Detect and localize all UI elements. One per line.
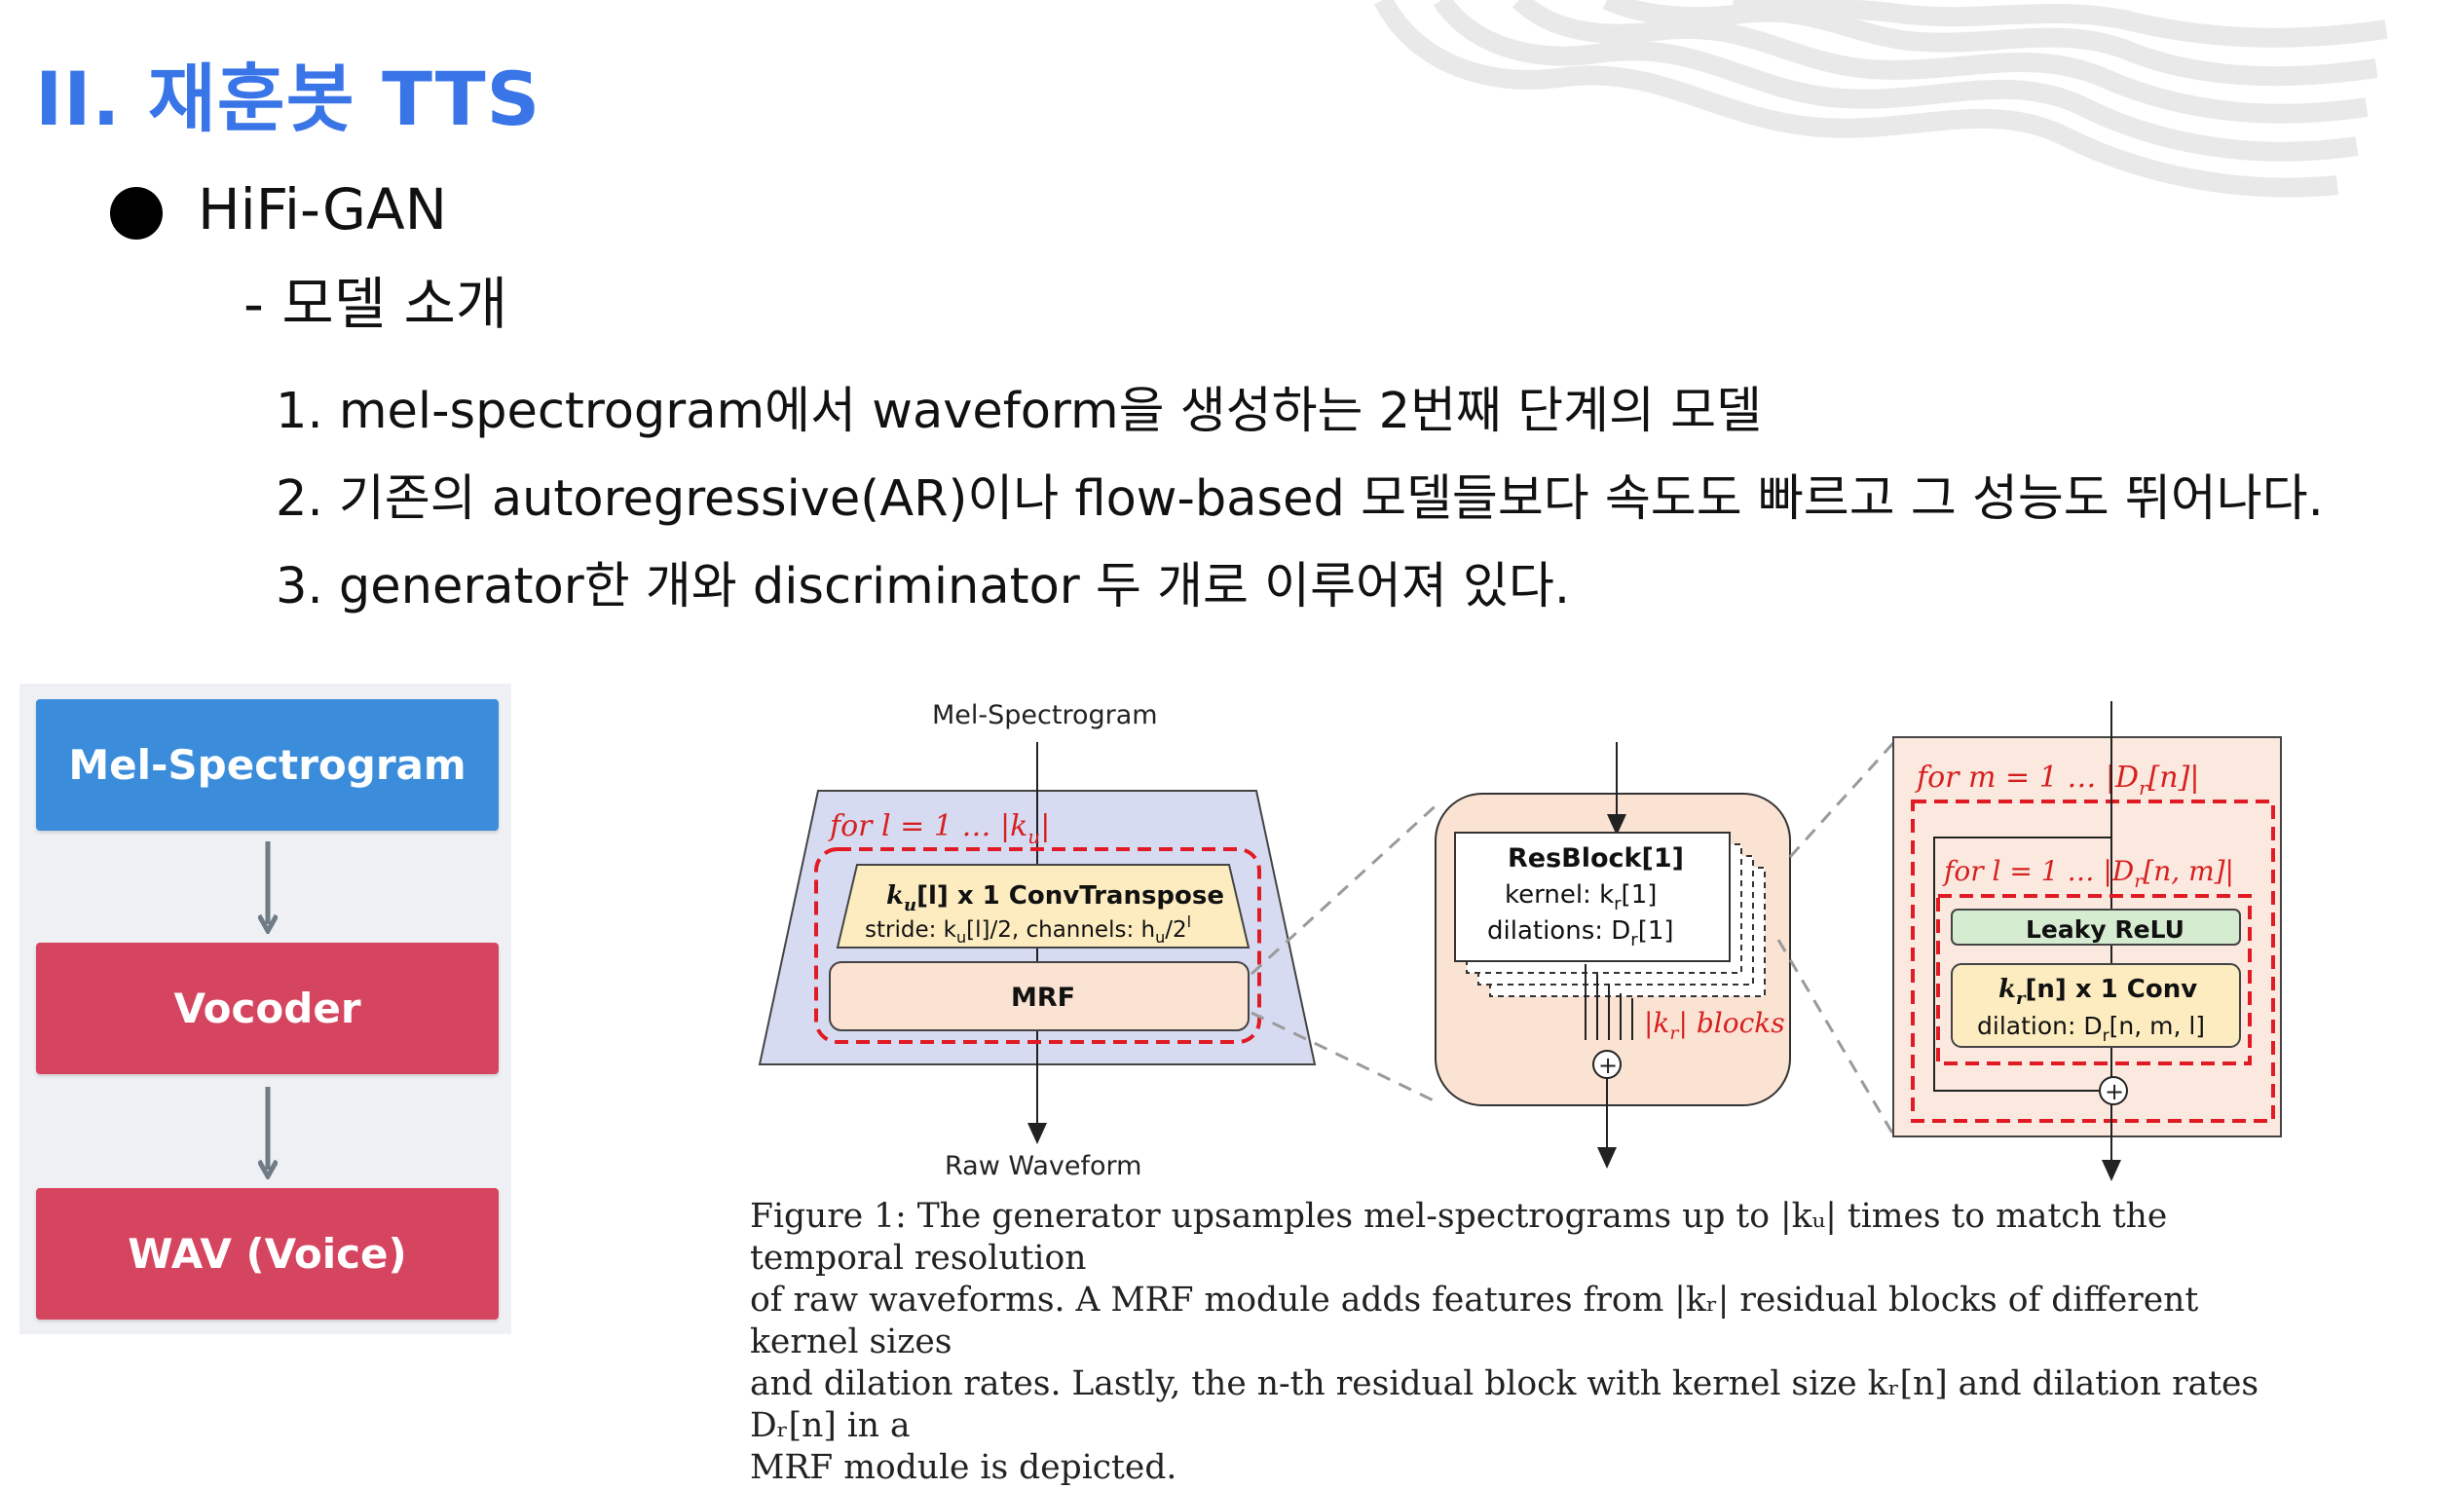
point-2: 2. 기존의 autoregressive(AR)이나 flow-based 모… bbox=[276, 470, 2324, 528]
caption-line: of raw waveforms. A MRF module adds feat… bbox=[750, 1281, 2199, 1361]
pipeline-flowchart: Mel-Spectrogram Vocoder WAV (Voice) bbox=[19, 684, 511, 1334]
conv-dilation: dilation: Dr[n, m, l] bbox=[1977, 1012, 2205, 1046]
bullet-icon bbox=[110, 187, 163, 240]
caption-line: and dilation rates. Lastly, the n-th res… bbox=[750, 1364, 2259, 1445]
decorative-wave-lines bbox=[1374, 0, 2388, 198]
caption-line: Figure 1: The generator upsamples mel-sp… bbox=[750, 1197, 2168, 1278]
point-3: 3. generator한 개와 discriminator 두 개로 이루어져… bbox=[276, 558, 1571, 615]
caption-line: MRF module is depicted. bbox=[750, 1448, 1177, 1487]
page-title: II. 재훈봇 TTS bbox=[35, 56, 541, 142]
input-label: Mel-Spectrogram bbox=[932, 700, 1158, 730]
outer-loop-label: for m = 1 … |Dr[n]| bbox=[1915, 761, 2199, 800]
left-loop-label: for l = 1 … |ku| bbox=[828, 809, 1050, 848]
arrow-down-icon bbox=[258, 841, 278, 934]
resblock-kernel: kernel: kr[1] bbox=[1505, 880, 1657, 914]
flow-box-mel-spectrogram: Mel-Spectrogram bbox=[36, 699, 499, 831]
point-1: 1. mel-spectrogram에서 waveform을 생성하는 2번째 … bbox=[276, 383, 1762, 440]
resblock-box bbox=[1454, 832, 1731, 962]
outer-loop-dashed-box bbox=[1911, 800, 2275, 1123]
flow-box-wav-voice: WAV (Voice) bbox=[36, 1188, 499, 1320]
conv-transpose-box bbox=[836, 864, 1251, 949]
figure-caption: Figure 1: The generator upsamples mel-sp… bbox=[750, 1196, 2289, 1489]
bullet-heading: HiFi-GAN bbox=[198, 176, 448, 242]
svg-text:+: + bbox=[1598, 1052, 1618, 1079]
blocks-count-label: |kr| blocks bbox=[1644, 1007, 1785, 1044]
hifigan-generator-figure: Mel-Spectrogram Raw Waveform for l = 1 …… bbox=[758, 700, 2282, 1181]
conv-transpose-params: stride: ku[l]/2, channels: hu/2l bbox=[865, 912, 1191, 947]
conv-title: kr[n] x 1 Conv bbox=[1998, 975, 2197, 1009]
conv-box bbox=[1951, 963, 2241, 1048]
output-label: Raw Waveform bbox=[945, 1151, 1141, 1181]
leaky-relu-box bbox=[1951, 909, 2241, 946]
conv-transpose-title: ku[l] x 1 ConvTranspose bbox=[886, 881, 1224, 915]
resblock-title: ResBlock[1] bbox=[1508, 843, 1684, 874]
arrow-down-icon bbox=[258, 1087, 278, 1179]
flow-box-vocoder: Vocoder bbox=[36, 943, 499, 1074]
resblock-dilations: dilations: Dr[1] bbox=[1487, 916, 1674, 950]
sub-heading: - 모델 소개 bbox=[243, 271, 508, 337]
inner-loop-label: for l = 1 … |Dr[n, m]| bbox=[1942, 855, 2234, 892]
left-loop-dashed-box bbox=[814, 847, 1261, 1044]
mrf-box bbox=[829, 961, 1250, 1031]
svg-text:+: + bbox=[2105, 1078, 2124, 1105]
inner-loop-dashed-box bbox=[1936, 894, 2252, 1065]
mrf-label: MRF bbox=[1011, 983, 1075, 1013]
leaky-relu-label: Leaky ReLU bbox=[2026, 915, 2184, 944]
sum-node-icon bbox=[2099, 1076, 2128, 1105]
